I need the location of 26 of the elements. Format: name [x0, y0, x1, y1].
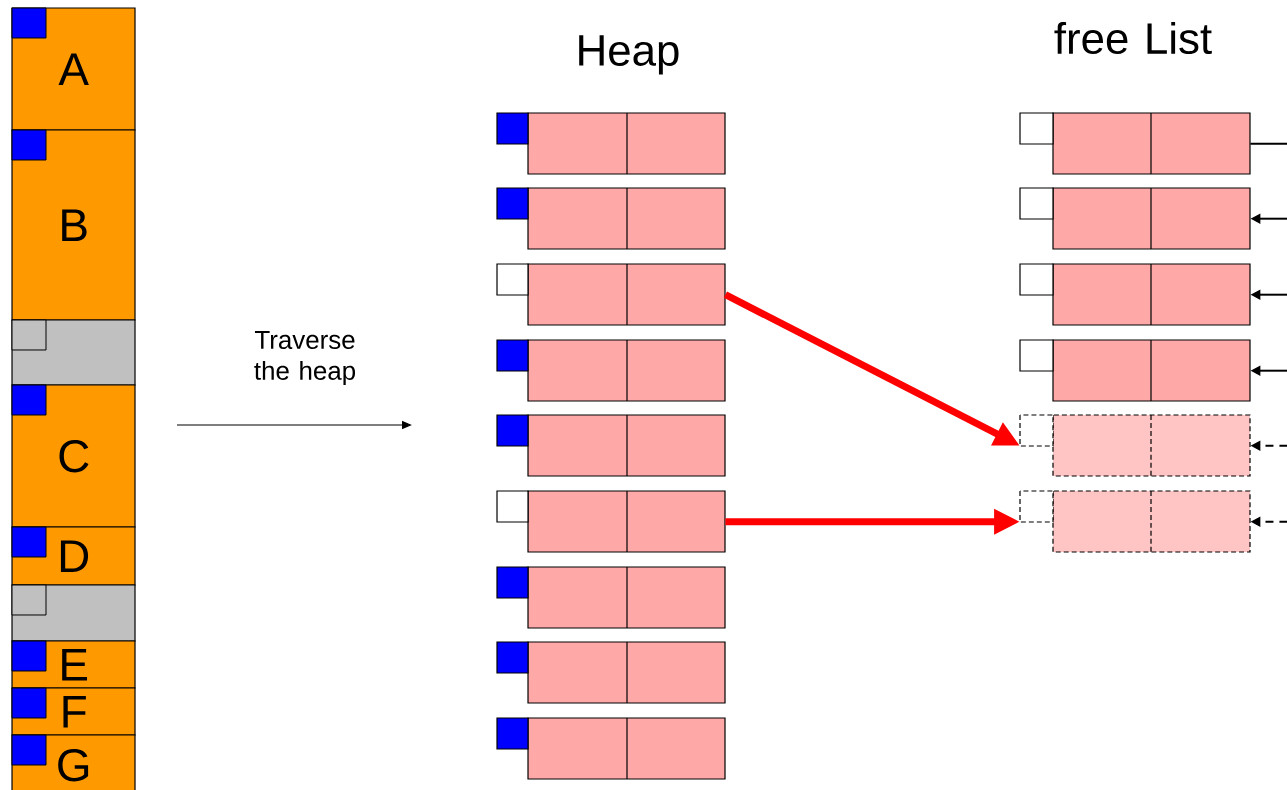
heading: Heap [579, 35, 679, 75]
memory-block: A [11, 7, 136, 131]
heading: free List [1054, 21, 1212, 55]
memory-block: F [11, 687, 136, 736]
heap-block [496, 414, 726, 477]
heap-block [496, 566, 726, 629]
heap-block [496, 187, 726, 250]
heap-block [496, 717, 726, 780]
heap-block [496, 490, 726, 553]
free-block [11, 584, 136, 642]
heap-block [496, 112, 726, 175]
free-list-block [1019, 263, 1251, 326]
free-list-block [1019, 187, 1251, 250]
memory-block: B [11, 129, 136, 321]
free-list-block [1019, 490, 1251, 553]
memory-block: E [11, 640, 136, 689]
memory-block: D [11, 526, 136, 586]
caption-text: Traverse the heap [254, 330, 355, 386]
free-list-block [1019, 112, 1251, 175]
heap-block [496, 641, 726, 704]
free-block [11, 319, 136, 386]
heap-block [496, 263, 726, 326]
memory-block: G [11, 734, 136, 790]
free-list-block [1019, 339, 1251, 402]
heap-block [496, 339, 726, 402]
free-list-block [1019, 414, 1251, 477]
